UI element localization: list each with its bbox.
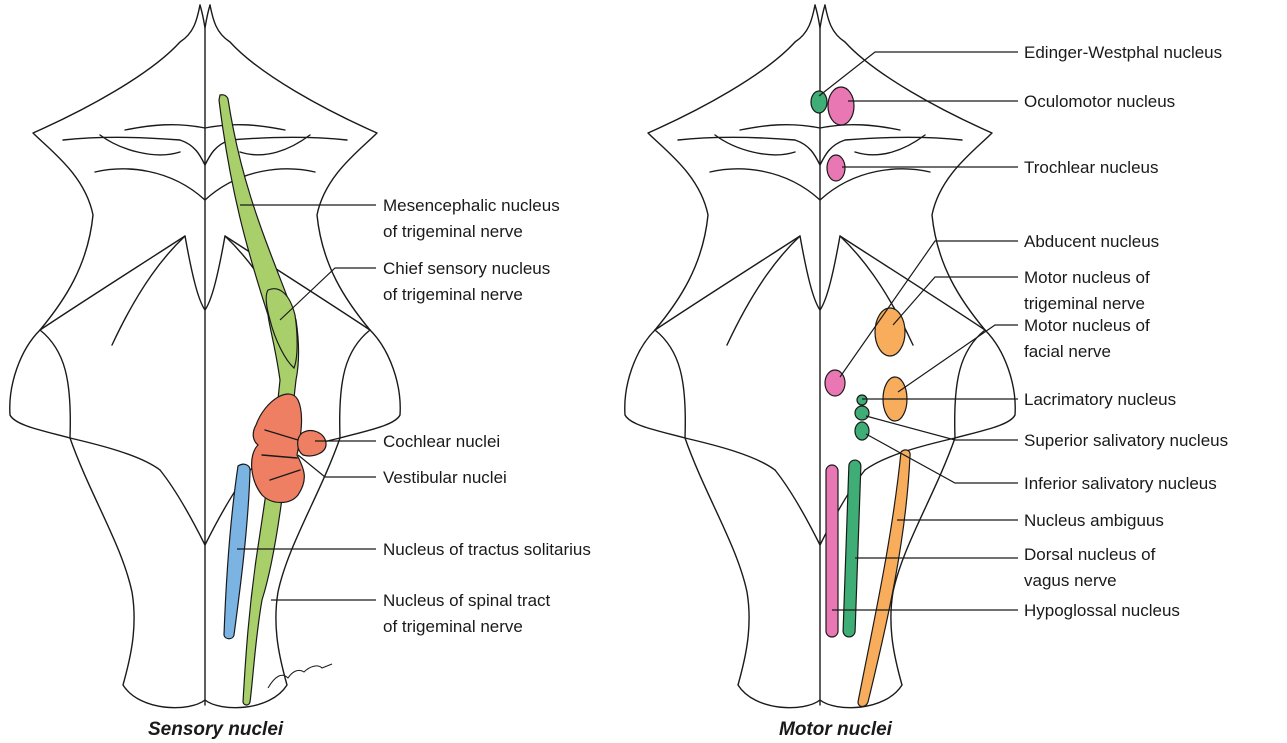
nucleus-inferior-salivatory bbox=[855, 422, 869, 440]
label-dorsal-vagus-line2: vagus nerve bbox=[1024, 571, 1117, 590]
nucleus-superior-salivatory bbox=[855, 406, 869, 420]
label-trochlear: Trochlear nucleus bbox=[1024, 158, 1159, 177]
caption-motor: Motor nuclei bbox=[779, 719, 893, 740]
nucleus-ambiguus bbox=[858, 450, 910, 707]
nucleus-cochlear bbox=[298, 431, 326, 456]
nucleus-edinger-westphal bbox=[811, 91, 827, 113]
nucleus-motor-trigeminal bbox=[875, 308, 905, 356]
label-spinal-line1: Nucleus of spinal tract bbox=[383, 591, 551, 610]
label-chief-sensory-line2: of trigeminal nerve bbox=[383, 285, 523, 304]
nucleus-lacrimatory bbox=[857, 395, 867, 405]
label-superior-salivatory: Superior salivatory nucleus bbox=[1024, 431, 1228, 450]
motor-panel: Edinger-Westphal nucleus Oculomotor nucl… bbox=[625, 5, 1228, 740]
label-cochlear: Cochlear nuclei bbox=[383, 432, 500, 451]
label-motor-trigeminal-line1: Motor nucleus of bbox=[1024, 268, 1150, 287]
label-lacrimatory: Lacrimatory nucleus bbox=[1024, 390, 1176, 409]
label-ambiguus: Nucleus ambiguus bbox=[1024, 511, 1164, 530]
nucleus-trochlear bbox=[827, 155, 845, 181]
label-mesencephalic-line1: Mesencephalic nucleus bbox=[383, 196, 560, 215]
label-motor-facial-line1: Motor nucleus of bbox=[1024, 316, 1150, 335]
label-motor-facial-line2: facial nerve bbox=[1024, 342, 1111, 361]
label-motor-trigeminal-line2: trigeminal nerve bbox=[1024, 294, 1145, 313]
brainstem-outline-sensory bbox=[10, 5, 400, 708]
label-mesencephalic-line2: of trigeminal nerve bbox=[383, 222, 523, 241]
nucleus-solitarius bbox=[224, 464, 250, 639]
label-edinger-westphal: Edinger-Westphal nucleus bbox=[1024, 43, 1222, 62]
label-dorsal-vagus-line1: Dorsal nucleus of bbox=[1024, 545, 1156, 564]
nucleus-hypoglossal bbox=[826, 465, 838, 637]
label-inferior-salivatory: Inferior salivatory nucleus bbox=[1024, 474, 1217, 493]
label-spinal-line2: of trigeminal nerve bbox=[383, 617, 523, 636]
label-oculomotor: Oculomotor nucleus bbox=[1024, 92, 1175, 111]
label-chief-sensory-line1: Chief sensory nucleus bbox=[383, 259, 550, 278]
label-abducent: Abducent nucleus bbox=[1024, 232, 1159, 251]
artist-signature bbox=[268, 664, 332, 688]
sensory-panel: Mesencephalic nucleus of trigeminal nerv… bbox=[10, 5, 591, 740]
label-vestibular: Vestibular nuclei bbox=[383, 468, 507, 487]
caption-sensory: Sensory nuclei bbox=[148, 719, 284, 740]
label-hypoglossal: Hypoglossal nucleus bbox=[1024, 601, 1180, 620]
label-solitarius: Nucleus of tractus solitarius bbox=[383, 540, 591, 559]
nucleus-oculomotor bbox=[828, 87, 854, 125]
nucleus-vestibular bbox=[252, 394, 305, 502]
